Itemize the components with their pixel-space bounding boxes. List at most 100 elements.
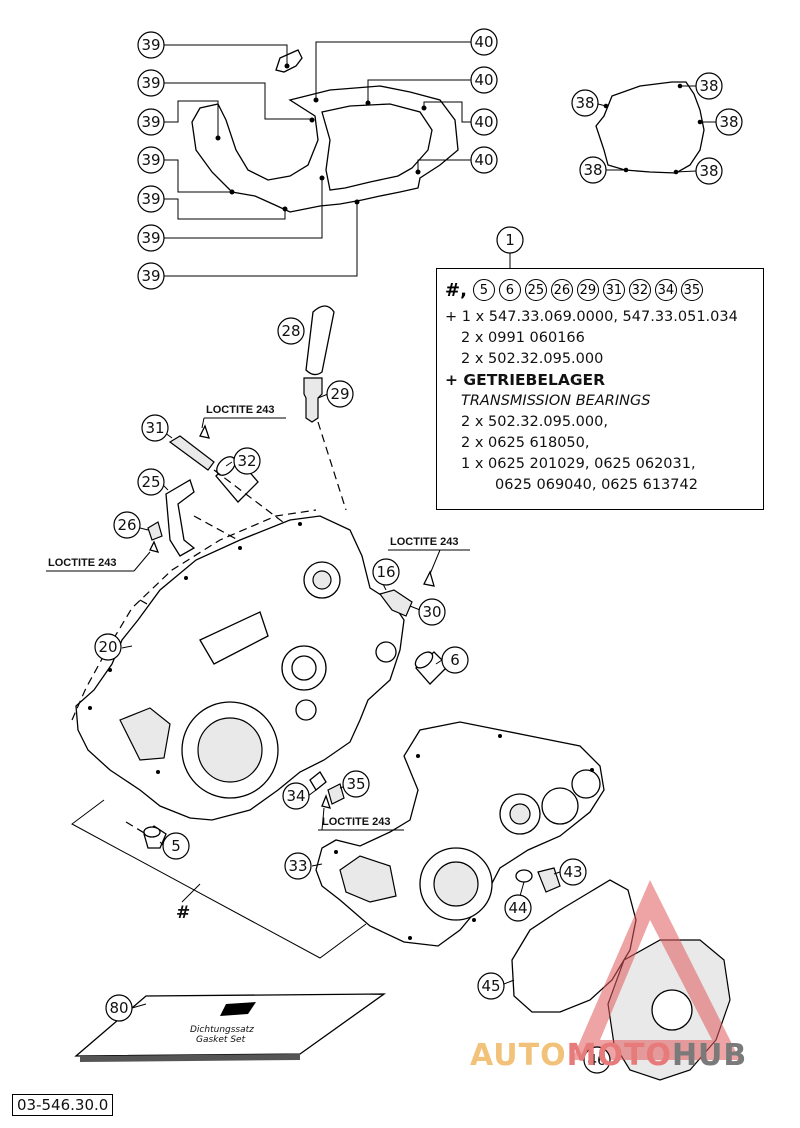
loctite-label-4: LOCTITE 243 <box>322 816 390 828</box>
svg-text:33: 33 <box>288 857 307 875</box>
svg-text:40: 40 <box>474 151 493 169</box>
callout-38a: 38 <box>571 89 599 117</box>
callout-34: 34 <box>282 782 310 810</box>
part-circle: 5 <box>472 279 495 301</box>
svg-text:28: 28 <box>281 322 300 340</box>
callout-44: 44 <box>504 894 532 922</box>
callout-38d: 38 <box>579 156 607 184</box>
callout-39g: 39 <box>137 262 165 290</box>
svg-text:38: 38 <box>699 77 718 95</box>
bolt-spacer-bracket-drawing <box>139 424 321 627</box>
svg-text:20: 20 <box>98 638 117 656</box>
svg-text:16: 16 <box>376 563 395 581</box>
callout-80: 80 <box>105 994 133 1022</box>
svg-text:39: 39 <box>141 36 160 54</box>
svg-text:39: 39 <box>141 113 160 131</box>
part-circle: 29 <box>576 279 599 301</box>
crankcase-gasket-drawing <box>191 49 459 213</box>
loctite-labels: LOCTITE 243 LOCTITE 243 LOCTITE 243 LOCT… <box>46 404 470 831</box>
callout-25: 25 <box>137 468 165 496</box>
svg-text:39: 39 <box>141 151 160 169</box>
parts-header: #, 5 6 25 26 29 31 32 34 35 <box>445 279 753 301</box>
callout-38b: 38 <box>695 72 723 100</box>
svg-text:46: 46 <box>587 1051 606 1069</box>
svg-text:39: 39 <box>141 190 160 208</box>
plug-bearing-drawing <box>377 570 449 685</box>
svg-text:39: 39 <box>141 74 160 92</box>
hash-bracket-lines <box>71 799 367 959</box>
svg-text:35: 35 <box>346 775 365 793</box>
callout-32: 32 <box>233 447 261 475</box>
info-line-7: 0625 069040, 0625 613742 <box>495 477 698 493</box>
svg-text:29: 29 <box>330 385 349 403</box>
callout-28: 28 <box>277 317 305 345</box>
callout-30: 30 <box>418 598 446 626</box>
info-line-3: 2 x 502.32.095.000 <box>461 351 604 367</box>
svg-text:39: 39 <box>141 267 160 285</box>
info-line-5: 2 x 0625 618050, <box>461 435 590 451</box>
callout-31: 31 <box>141 414 169 442</box>
callout-40c: 40 <box>470 108 498 136</box>
svg-text:5: 5 <box>171 837 181 855</box>
callout-33: 33 <box>284 852 312 880</box>
callout-1: 1 <box>496 226 524 254</box>
callout-16: 16 <box>372 558 400 586</box>
callout-38c: 38 <box>715 108 743 136</box>
sheet-text-2: Gasket Set <box>196 1035 246 1045</box>
loctite-label-3: LOCTITE 243 <box>390 536 458 548</box>
sheet-text-1: Dichtungssatz <box>190 1025 254 1035</box>
svg-text:26: 26 <box>117 516 136 534</box>
svg-text:6: 6 <box>450 651 460 669</box>
callout-26: 26 <box>113 511 141 539</box>
svg-text:43: 43 <box>563 863 582 881</box>
parts-hash: #, <box>445 279 467 301</box>
oil-plug-drawing <box>515 867 561 897</box>
info-line-4: 2 x 502.32.095.000, <box>461 414 608 430</box>
part-circle: 34 <box>654 279 677 301</box>
part-circle: 25 <box>524 279 547 301</box>
info-heading-en: TRANSMISSION BEARINGS <box>461 393 651 409</box>
callout-43: 43 <box>559 858 587 886</box>
callout-6: 6 <box>441 646 469 674</box>
svg-text:38: 38 <box>719 113 738 131</box>
watermark-part-2: MOTO <box>566 1038 672 1073</box>
callout-39a: 39 <box>137 31 165 59</box>
svg-text:30: 30 <box>422 603 441 621</box>
breather-hose-drawing <box>303 305 347 511</box>
part-circle: 6 <box>498 279 521 301</box>
clutch-cover-gasket-drawing <box>595 81 716 175</box>
callout-39e: 39 <box>137 185 165 213</box>
callout-29: 29 <box>326 380 354 408</box>
svg-text:80: 80 <box>109 999 128 1017</box>
loctite-label-2: LOCTITE 243 <box>48 557 116 569</box>
svg-text:25: 25 <box>141 473 160 491</box>
svg-text:31: 31 <box>145 419 164 437</box>
info-line-6: 1 x 0625 201029, 0625 062031, <box>461 456 696 472</box>
callout-35: 35 <box>342 770 370 798</box>
callout-5: 5 <box>162 832 190 860</box>
hash-marker: # <box>176 903 190 923</box>
watermark-part-3: HUB <box>671 1038 748 1073</box>
part-circle: 32 <box>628 279 651 301</box>
callout-38e: 38 <box>695 157 723 185</box>
callout-39d: 39 <box>137 146 165 174</box>
right-crankcase-half-drawing <box>311 721 605 947</box>
svg-text:40: 40 <box>474 33 493 51</box>
svg-text:34: 34 <box>286 787 305 805</box>
callouts: 39 39 39 39 39 39 39 40 40 40 40 38 38 3… <box>94 28 743 1074</box>
parts-info-box: #, 5 6 25 26 29 31 32 34 35 + 1 x 547.33… <box>436 268 764 510</box>
svg-text:32: 32 <box>237 452 256 470</box>
watermark-triangle-icon <box>572 880 740 1060</box>
callout-39f: 39 <box>137 224 165 252</box>
callout-45: 45 <box>477 972 505 1000</box>
callout-39b: 39 <box>137 69 165 97</box>
svg-text:39: 39 <box>141 229 160 247</box>
gasket-leader-lines <box>164 41 471 277</box>
svg-text:45: 45 <box>481 977 500 995</box>
part-circle: 26 <box>550 279 573 301</box>
part-circle: 35 <box>680 279 703 301</box>
dowel-bearing-drawing <box>125 771 347 849</box>
callout-20: 20 <box>94 633 122 661</box>
watermark-part-1: AUTO <box>470 1038 567 1073</box>
